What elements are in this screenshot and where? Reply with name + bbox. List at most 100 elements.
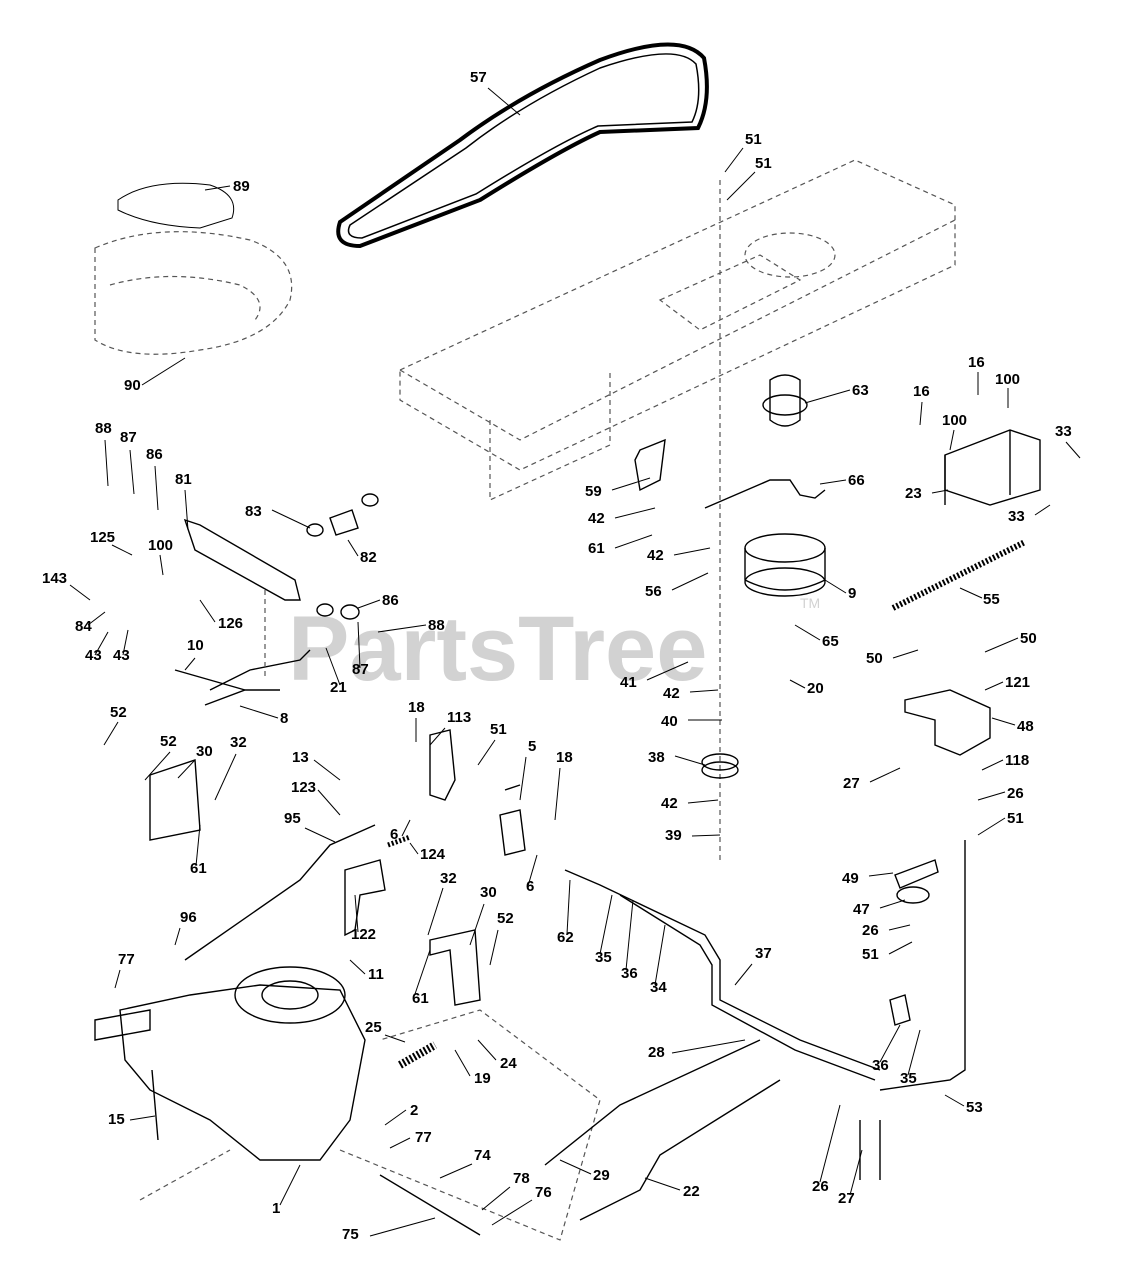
callout-leader-26 [977,791,1006,801]
callout-13: 13 [292,749,309,766]
callout-leader-77 [389,1137,411,1149]
watermark-tm: TM [800,595,820,611]
callout-leader-59 [611,477,651,491]
callout-leader-42 [687,799,719,804]
collar-47 [896,886,930,904]
callout-leader-37 [734,963,753,986]
callout-leader-52 [489,929,499,966]
callout-leader-26 [819,1104,841,1183]
callout-leader-23 [931,489,949,494]
idler-pulley-38-rim [701,753,739,771]
watermark-text: PartsTree [288,598,707,700]
callout-leader-61 [414,949,431,995]
callout-30: 30 [480,884,497,901]
callout-leader-61 [614,534,653,549]
callout-leader-42 [614,507,656,519]
callout-leader-49 [868,872,894,877]
callout-leader-6 [527,854,538,887]
callout-26: 26 [862,922,879,939]
callout-leader-13 [313,759,341,781]
callout-leader-43 [122,629,129,656]
callout-122: 122 [351,926,376,943]
callout-52: 52 [110,704,127,721]
callout-2: 2 [410,1102,418,1119]
callout-36: 36 [872,1057,889,1074]
spring-clip-59 [634,438,666,492]
callout-leader-76 [491,1199,533,1226]
callout-leader-36 [879,1024,901,1063]
callout-leader-118 [981,759,1004,771]
callout-leader-88 [104,439,109,487]
callout-leader-53 [944,1094,965,1107]
callout-leader-18 [554,767,561,821]
callout-leader-2 [384,1109,407,1126]
callout-50: 50 [866,650,883,667]
lift-arm-81 [183,518,301,601]
arm-49 [894,859,939,889]
callout-35: 35 [900,1070,917,1087]
spring-25 [398,1041,437,1069]
transaxle-1 [119,984,366,1161]
callout-25: 25 [365,1019,382,1036]
callout-47: 47 [853,901,870,918]
callout-9: 9 [848,585,856,602]
callout-leader-124 [409,842,419,855]
callout-61: 61 [588,540,605,557]
callout-leader-35 [907,1029,921,1076]
washer-87 [340,604,360,620]
callout-88: 88 [95,420,112,437]
rod-22 [579,1079,781,1221]
shaft-34-37-lower [619,894,876,1081]
callout-33: 33 [1008,508,1025,525]
callout-leader-74 [439,1163,473,1179]
callout-27: 27 [838,1190,855,1207]
watermark: PartsTree TM [288,595,820,700]
shaft-74 [379,1174,481,1236]
callout-38: 38 [648,749,665,766]
transaxle-fan [234,966,346,1024]
callout-26: 26 [1007,785,1024,802]
callout-100: 100 [995,371,1020,388]
callout-leader-61 [195,824,201,867]
callout-leader-33 [1034,504,1051,516]
callout-leader-123 [317,789,341,816]
callout-52: 52 [160,733,177,750]
callout-leader-21 [325,647,341,686]
callout-43: 43 [85,647,102,664]
callout-leader-48 [991,717,1016,726]
callout-leader-126 [199,599,216,623]
clutch-9-top [744,533,826,563]
clutch-9-body [744,548,826,591]
callout-leader-62 [566,879,571,935]
callout-27: 27 [843,775,860,792]
callout-leader-38 [674,755,706,766]
callout-leader-96 [174,927,181,946]
fender-lower [109,275,261,321]
callout-65: 65 [822,633,839,650]
callout-leader-32 [427,887,444,936]
callout-leader-51 [888,941,913,955]
callout-leader-34 [654,924,666,986]
callout-21: 21 [330,679,347,696]
transaxle-fan-inner [261,980,319,1010]
callout-33: 33 [1055,423,1072,440]
callout-30: 30 [196,743,213,760]
idler-pulley-38 [701,761,739,779]
callout-leader-100 [949,429,955,451]
callout-62: 62 [557,929,574,946]
callout-26: 26 [812,1178,829,1195]
callout-leader-19 [454,1049,471,1077]
callout-89: 89 [233,178,250,195]
callout-32: 32 [440,870,457,887]
clutch-9-bottom [744,567,826,597]
bracket-30-left [149,759,201,841]
callout-leader-6 [401,819,411,837]
callout-42: 42 [588,510,605,527]
callout-36: 36 [621,965,638,982]
callout-leader-1 [279,1164,301,1206]
callout-leader-57 [487,87,521,116]
drive-belt [336,42,709,249]
callout-leader-28 [671,1039,746,1054]
callout-1: 1 [272,1200,280,1217]
